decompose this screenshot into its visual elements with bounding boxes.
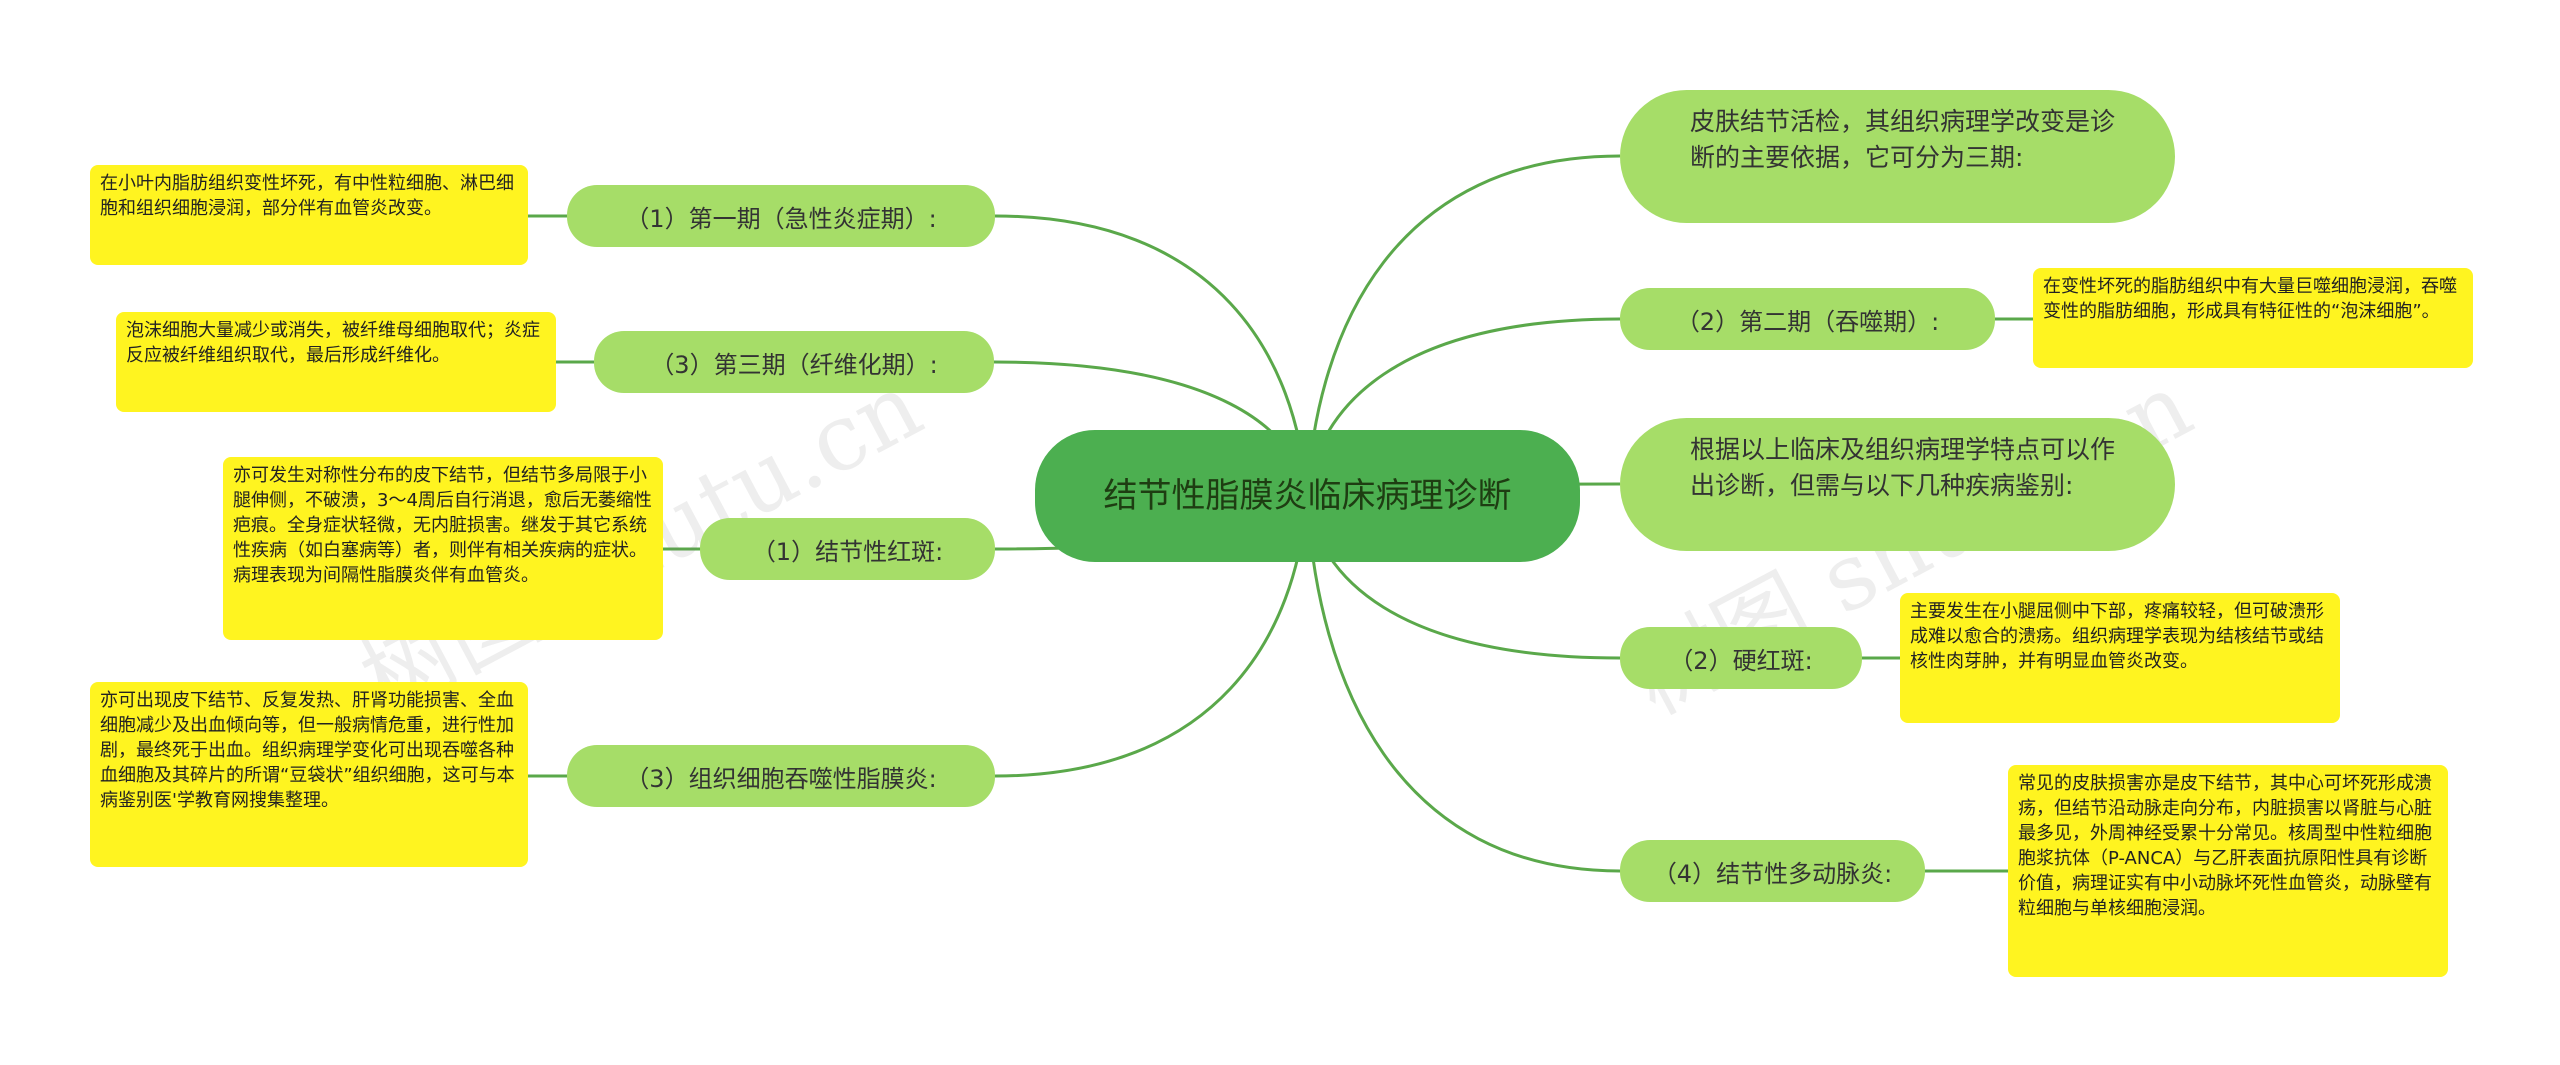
branch-stage-3[interactable]: （3）第三期（纤维化期）: — [594, 331, 994, 393]
branch-histiocytic-panniculitis[interactable]: （3）组织细胞吞噬性脂膜炎: — [567, 745, 995, 807]
detail-erythema-induratum[interactable]: 主要发生在小腿屈侧中下部，疼痛较轻，但可破溃形成难以愈合的溃疡。组织病理学表现为… — [1900, 593, 2340, 723]
link-center-right-0 — [1305, 154, 1621, 497]
branch-erythema-nodosum[interactable]: （1）结节性红斑: — [700, 518, 995, 580]
detail-stage-2[interactable]: 在变性坏死的脂肪组织中有大量巨噬细胞浸润，吞噬变性的脂肪细胞，形成具有特征性的“… — [2033, 268, 2473, 368]
branch-differential[interactable]: 根据以上临床及组织病理学特点可以作出诊断，但需与以下几种疾病鉴别: — [1620, 418, 2175, 551]
link-center-right-4 — [1305, 495, 1621, 873]
central-topic[interactable]: 结节性脂膜炎临床病理诊断 — [1035, 430, 1580, 562]
branch-stage-2[interactable]: （2）第二期（吞噬期）: — [1620, 288, 1995, 350]
branch-stage-1[interactable]: （1）第一期（急性炎症期）: — [567, 185, 995, 247]
branch-polyarteritis-nodosa[interactable]: （4）结节性多动脉炎: — [1620, 840, 1925, 902]
detail-polyarteritis-nodosa[interactable]: 常见的皮肤损害亦是皮下结节，其中心可坏死形成溃疡，但结节沿动脉走向分布，内脏损害… — [2008, 765, 2448, 977]
branch-biopsy[interactable]: 皮肤结节活检，其组织病理学改变是诊断的主要依据，它可分为三期: — [1620, 90, 2175, 223]
detail-erythema-nodosum[interactable]: 亦可发生对称性分布的皮下结节，但结节多局限于小腿伸侧，不破溃，3～4周后自行消退… — [223, 457, 663, 640]
detail-histiocytic-panniculitis[interactable]: 亦可出现皮下结节、反复发热、肝肾功能损害、全血细胞减少及出血倾向等，但一般病情危… — [90, 682, 528, 867]
branch-erythema-induratum[interactable]: （2）硬红斑: — [1620, 627, 1862, 689]
detail-stage-1[interactable]: 在小叶内脂肪组织变性坏死，有中性粒细胞、淋巴细胞和组织细胞浸润，部分伴有血管炎改… — [90, 165, 528, 265]
detail-stage-3[interactable]: 泡沫细胞大量减少或消失，被纤维母细胞取代；炎症反应被纤维组织取代，最后形成纤维化… — [116, 312, 556, 412]
